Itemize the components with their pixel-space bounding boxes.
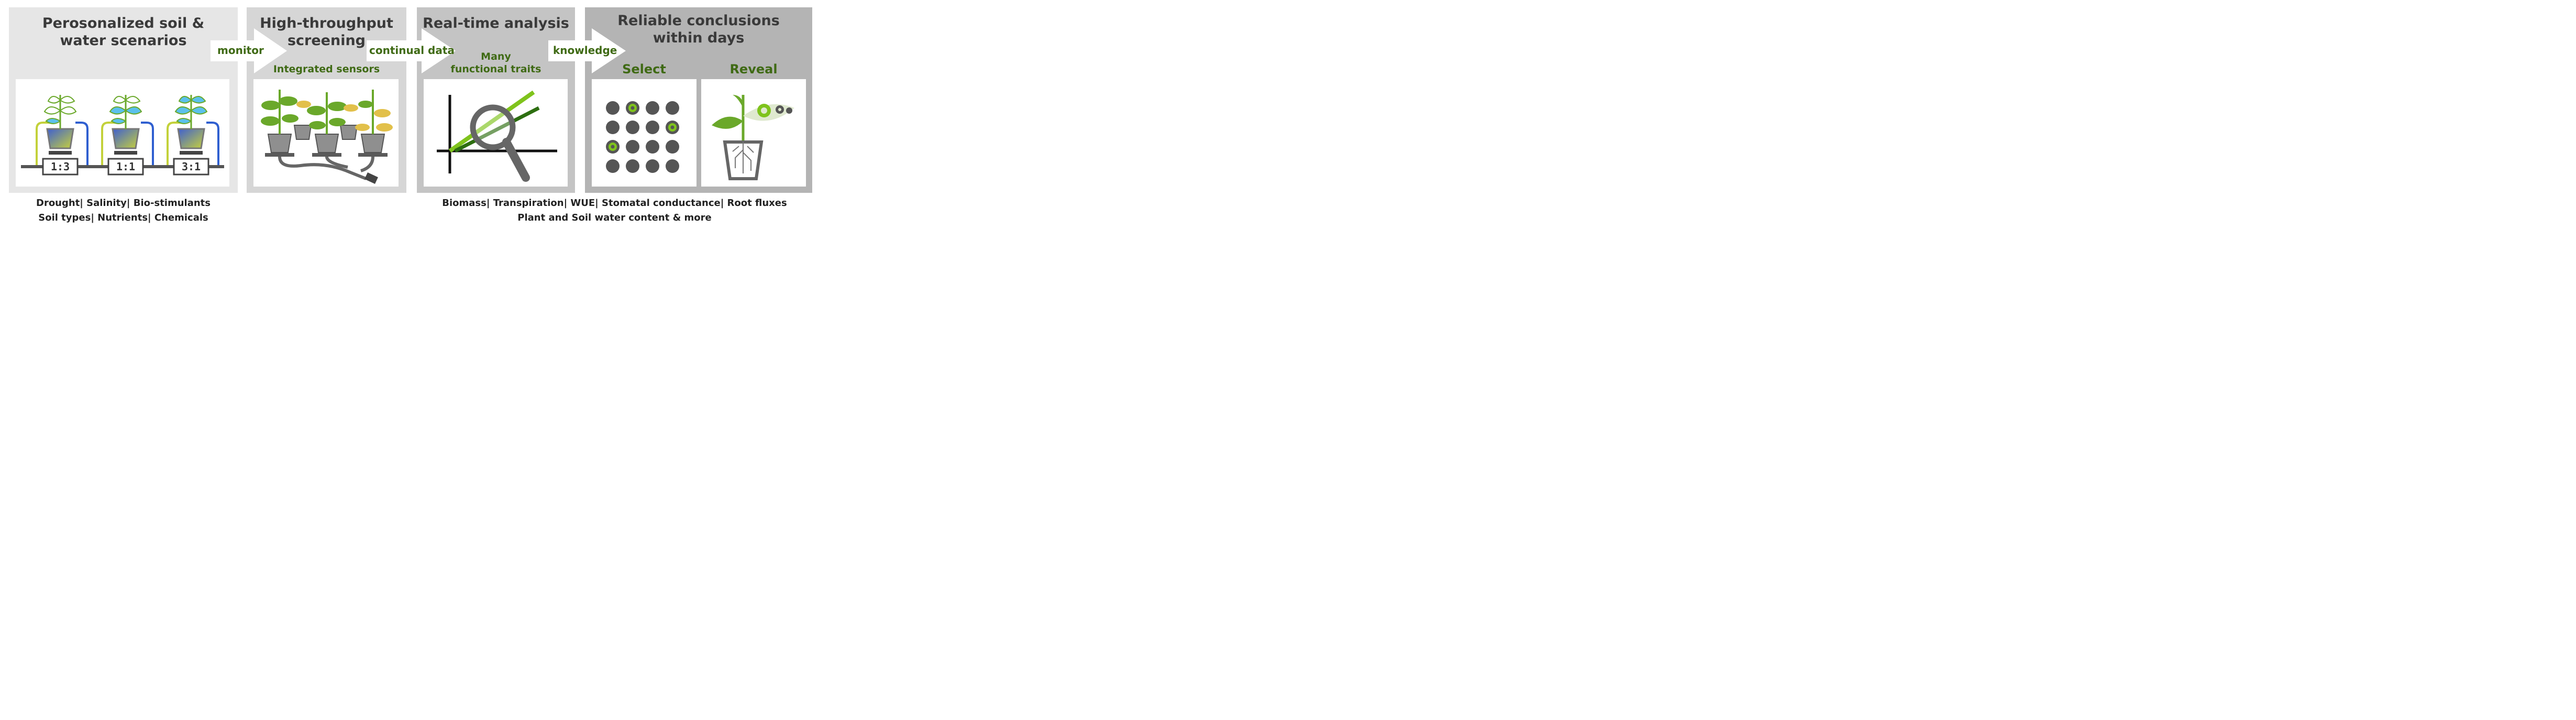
panel-4-select-illustration xyxy=(592,79,696,187)
bottom-right-line2: Plant and Soil water content & more xyxy=(517,212,712,223)
panel-1-illustration: 1:3 1:1 3:1 xyxy=(16,79,229,187)
diagram-root: Perosonalized soil & water scenarios xyxy=(0,0,821,230)
bottom-left-text: Drought| Salinity| Bio-stimulants Soil t… xyxy=(9,196,238,225)
plants-with-scales-illustration: 1:3 1:1 3:1 xyxy=(21,95,224,176)
panel-3-subtitle-line1: Many xyxy=(481,51,511,62)
panel-analysis: Real-time analysis Many functional trait… xyxy=(417,7,575,193)
station-1 xyxy=(36,95,89,176)
selection-grid-illustration xyxy=(606,101,679,173)
arrow-knowledge xyxy=(548,28,626,73)
scale-display-2: 1:1 xyxy=(116,160,135,173)
arrow-label-monitor: monitor xyxy=(217,44,264,57)
panel-screening: High-throughput screening Integrated sen… xyxy=(247,7,406,193)
station-3 xyxy=(167,95,219,176)
panel-4-title-line2: within days xyxy=(653,30,745,46)
arrow-label-continual-data: continual data xyxy=(369,44,455,57)
panel-2-title-line2: screening xyxy=(287,32,366,49)
graph-magnifier-illustration xyxy=(437,90,557,182)
panel-1-title-line2: water scenarios xyxy=(60,32,187,49)
panel-1-title-line1: Perosonalized soil & xyxy=(42,15,205,31)
panel-4-title-line1: Reliable conclusions xyxy=(617,13,780,29)
panel-3-subtitle: Many functional traits xyxy=(417,50,575,75)
scale-display-1: 1:3 xyxy=(51,160,70,173)
bottom-right-line1: Biomass| Transpiration| WUE| Stomatal co… xyxy=(442,198,787,209)
scale-display-3: 3:1 xyxy=(182,160,201,173)
panel-3-subtitle-line2: functional traits xyxy=(450,63,541,75)
panel-soil-water: Perosonalized soil & water scenarios xyxy=(9,7,238,193)
panel-2-subtitle: Integrated sensors xyxy=(273,63,380,75)
arrow-label-knowledge: knowledge xyxy=(553,44,617,57)
arrow-monitor xyxy=(211,28,287,73)
panel-4-reveal-illustration xyxy=(701,79,806,187)
sensor-plants-illustration xyxy=(261,90,393,184)
panel-3-illustration xyxy=(424,79,568,187)
panel-4-reveal-label: Reveal xyxy=(729,62,778,77)
panel-2-illustration xyxy=(253,79,399,187)
station-2 xyxy=(101,95,154,176)
panel-conclusions: Reliable conclusions within days Select … xyxy=(585,7,812,193)
arrow-continual-data xyxy=(367,28,456,73)
bottom-left-line1: Drought| Salinity| Bio-stimulants xyxy=(36,198,211,209)
panel-3-title: Real-time analysis xyxy=(423,15,569,31)
panel-4-select-label: Select xyxy=(622,62,666,77)
panel-2-title-line1: High-throughput xyxy=(260,15,393,31)
bottom-right-text: Biomass| Transpiration| WUE| Stomatal co… xyxy=(417,196,812,225)
bottom-left-line2: Soil types| Nutrients| Chemicals xyxy=(38,212,208,223)
plant-gears-roots-illustration xyxy=(712,95,794,180)
flow-arrows xyxy=(211,28,626,73)
